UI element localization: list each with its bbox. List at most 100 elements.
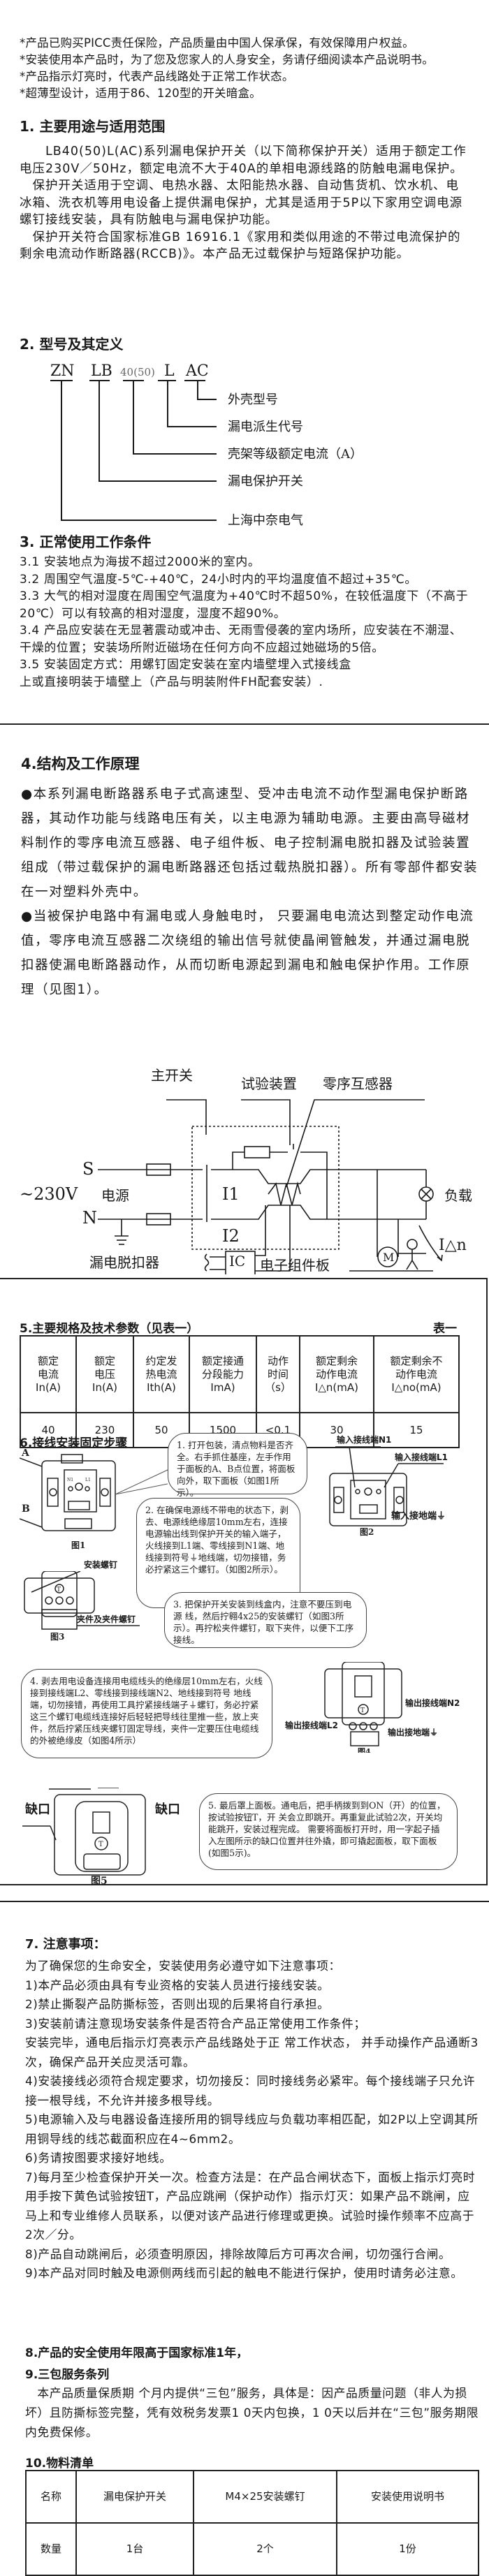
table-row: 数量 1台 2个 1份 xyxy=(25,2522,479,2576)
model-code-ac: AC xyxy=(185,362,209,380)
figure-4-output-wiring: T 图4 xyxy=(324,1662,402,1753)
divider xyxy=(0,1901,489,1902)
meaning-shell: 外壳型号 xyxy=(228,392,278,407)
table-cell: 1份 xyxy=(336,2522,479,2576)
condition-item: 3.5 安装固定方式：用螺钉固定安装在室内墙壁埋入式接线盒 xyxy=(20,658,351,672)
paragraph: ●当被保护电路中有漏电或人身触电时， 只要漏电电流达到整定动作电流值，零序电流互… xyxy=(21,909,474,997)
note-line: 9)本产品对同时触及电源侧两线而引起的触电不能进行保护，使用时请务必注意。 xyxy=(25,2266,463,2280)
intro-note: *产品已购买PICC责任保险，产品质量由中国人保承保，有效保障用户权益。 xyxy=(20,36,414,50)
condition-item: 3.1 安装地点为海拔不超过2000米的室内。 xyxy=(20,555,261,569)
divider xyxy=(0,723,489,725)
install-step-2: 2. 在确保电源线不带电的状态下，剥去、电源线绝缘层10mm左右，连接电源输出线… xyxy=(136,1498,300,1608)
model-code-lb: LB xyxy=(91,362,112,380)
fig5-caption: 图5 xyxy=(91,1876,108,1885)
table-cell: 安装使用说明书 xyxy=(336,2470,479,2524)
label-i2: I2 xyxy=(222,1226,240,1246)
note-line: 7)每月至少检查保护开关一次。检查方法是：在产品合闸状态下，面板上指示灯亮时用手… xyxy=(25,2170,476,2242)
label-ic: IC xyxy=(229,1253,246,1269)
note-line: 安装完毕，通电后指示灯亮表示产品线路处于正 常工作状态， 并手动操作产品通断3次… xyxy=(25,2036,479,2069)
fig3-caption: 图3 xyxy=(50,1632,64,1641)
label-clamp-screw: 夹件及夹件螺钉 xyxy=(77,1614,136,1624)
label-transformer: 零序互感器 xyxy=(323,1075,393,1092)
label-s: S xyxy=(82,1159,94,1179)
note-line: 为了确保您的生命安全，安装使用务必遵守如下注意事项： xyxy=(25,1959,341,1973)
note-line: 4)安装接线必须符合规定要求，切勿接反：同时接线务必紧牢。每个接线端子只允许接一… xyxy=(25,2074,476,2107)
note-line: 2)禁止撕裂产品防撕标签，否则出现的后果将自行承担。 xyxy=(25,1997,330,2011)
fig4-caption: 图4 xyxy=(358,1747,371,1753)
fig4-test-button: T xyxy=(360,1707,365,1714)
section-4-body: ●本系列漏电断路器系电子式高速型、受冲击电流不动作型漏电保护断路器，其动作功能与… xyxy=(21,782,482,1002)
paragraph: 保护开关适用于空调、电热水器、太阳能热水器、自动售货机、饮水机、电冰箱、洗衣机等… xyxy=(20,179,463,227)
section-6-title: 6.接线安装固定步骤 xyxy=(20,1436,128,1450)
label-i1: I1 xyxy=(222,1184,240,1204)
fig1-label-b: B xyxy=(22,1503,30,1515)
label-mount-screw: 安装螺钉 xyxy=(84,1560,118,1570)
note-line: 3)安装前请注意现场安装条件是否符合产品正常使用工作条件； xyxy=(25,2016,366,2031)
model-code-diagram: ZN LB 40(50) L AC 外壳型号 漏电派生代号 壳架等级额定电流（A… xyxy=(50,362,363,499)
table-cell: 数量 xyxy=(25,2522,77,2576)
section-5-title: 5.主要规格及技术参数（见表一） xyxy=(20,1322,199,1336)
meaning-brand: 上海中奈电气 xyxy=(228,513,303,527)
label-output-n2: 输出接线端N2 xyxy=(405,1698,460,1708)
header-cell: 动作时间（s） xyxy=(256,1335,300,1413)
section-3-title: 3. 正常使用工作条件 xyxy=(20,533,152,550)
callout-line xyxy=(115,1469,168,1495)
warranty-text: 本产品质量保质期 个月内提供“三包”服务，具体是：因产品质量问题（非人为损坏）且… xyxy=(25,2386,479,2439)
label-test-device: 试验装置 xyxy=(241,1075,297,1092)
material-list-table: 名称 漏电保护开关 M4×25安装螺钉 安装使用说明书 数量 1台 2个 1份 xyxy=(25,2470,479,2576)
model-code-l: L xyxy=(164,362,175,380)
intro-note: *产品指示灯亮时，代表产品线路处于正常工作状态。 xyxy=(20,70,294,83)
section-7-body: 为了确保您的生命安全，安装使用务必遵守如下注意事项： 1)本产品必须由具有专业资… xyxy=(25,1957,479,2283)
model-code-diagram-tail: 上海中奈电气 xyxy=(61,499,303,527)
fig1-terminal-l1: L1 xyxy=(85,1478,91,1482)
fig1-label-a: A xyxy=(21,1449,30,1459)
value-cell: 230 xyxy=(75,1412,134,1448)
label-voltage: ~230V xyxy=(20,1184,78,1204)
section-4-title: 4.结构及工作原理 xyxy=(21,756,140,772)
label-release: 漏电脱扣器 xyxy=(89,1254,159,1271)
section-10-title: 10.物料清单 xyxy=(25,2457,94,2471)
install-step-4: 4. 剥去用电设备连接用电缆线头的绝缘层10mm左右，火线接到接线端L2、零线接… xyxy=(21,1669,272,1758)
table-label: 表一 xyxy=(433,1322,457,1336)
figure-5-panel: T 图5 xyxy=(22,1788,146,1885)
note-line: 5)电源输入及与电器设备连接所用的铜导线应与负载功率相匹配，如2P以上空调其所用… xyxy=(25,2112,479,2146)
label-main-switch: 主开关 xyxy=(151,1067,193,1084)
fig2-caption: 图2 xyxy=(360,1527,374,1536)
label-input-l1: 输入接线端L1 xyxy=(395,1452,448,1462)
intro-note: *安装使用本产品时，为了您及您家人的人身安全，务请仔细阅读本产品说明书。 xyxy=(20,53,434,66)
paragraph: LB40(50)L(AC)系列漏电保护开关（以下简称保护开关）适用于额定工作电压… xyxy=(20,145,467,176)
fig3-test-button: T xyxy=(57,1587,61,1594)
note-line: 8)产品自动跳闸后，必须查明原因，排除故障后方可再次合闸，切勿强行合闸。 xyxy=(25,2246,451,2261)
spec-install-frame xyxy=(0,1278,488,1885)
label-leak-current: I△n xyxy=(439,1237,467,1254)
fig5-test-button: T xyxy=(98,1841,103,1848)
meaning-frame-current: 壳架等级额定电流（A） xyxy=(228,447,363,462)
label-notch-right: 缺口 xyxy=(155,1802,180,1817)
fig1-caption: 图1 xyxy=(71,1540,85,1550)
value-cell: 15 xyxy=(373,1412,460,1448)
section-7-title: 7. 注意事项： xyxy=(25,1937,106,1952)
table-cell: 2个 xyxy=(193,2522,337,2576)
label-notch-left: 缺口 xyxy=(25,1802,50,1817)
value-cell: 40 xyxy=(20,1412,77,1448)
figure-2-device-wiring: 图2 xyxy=(329,1446,444,1536)
install-step-3: 3. 把保护开关安装到线盒内，注意不要压到电源 线，然后拧翱4x25的安装螺钉（… xyxy=(164,1592,367,1648)
note-line: 6)务请按图要求接好地线。 xyxy=(25,2151,172,2165)
section-8-title: 8.产品的安全使用年限高于国家标准1年， xyxy=(25,2346,249,2360)
label-motor: M xyxy=(383,1251,395,1264)
install-step-5: 5. 最后罩上面板。通电后，把手柄拨到到ON（开）的位置，按试验按钮T，开 关会… xyxy=(199,1793,458,1870)
label-input-n1: 输入接线端N1 xyxy=(337,1435,392,1445)
section-1-body: LB40(50)L(AC)系列漏电保护开关（以下简称保护开关）适用于额定工作电压… xyxy=(20,143,470,263)
label-n: N xyxy=(82,1208,97,1228)
section-9-title: 9.三包服务条列 xyxy=(25,2368,110,2382)
figure-3-mounted-device: T 图3 xyxy=(24,1571,140,1641)
intro-note: *超薄型设计，适用于86、120型的开关暗盒。 xyxy=(20,87,261,100)
figure-1-device-front: A B N1 L1 图1 xyxy=(20,1449,116,1550)
